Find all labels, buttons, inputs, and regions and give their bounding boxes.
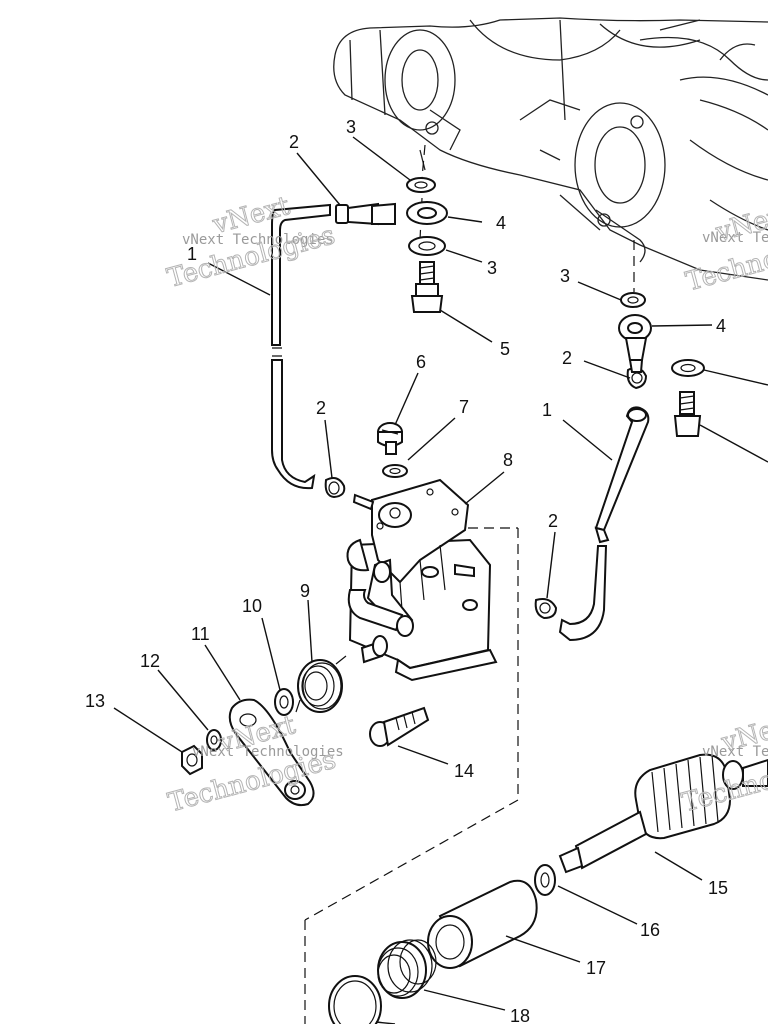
lever-washer: [206, 729, 222, 751]
watermark-upper-left: vNext Technologies vNext Technologies: [164, 190, 339, 294]
callout-17: 17: [586, 958, 606, 978]
oil-pump-body: [346, 478, 498, 682]
spring-washer: [274, 688, 294, 716]
bleed-screw: [377, 422, 403, 455]
callout-2-pump-left: 2: [316, 398, 326, 418]
callout-18: 18: [510, 1006, 530, 1024]
callout-5: 5: [500, 339, 510, 359]
oil-line-left: [271, 203, 331, 490]
lever-nut: [181, 744, 203, 776]
leader-lines: [113, 136, 768, 1024]
callout-10: 10: [242, 596, 262, 616]
callout-numbers: 2 3 4 3 5 1 3 4 2 1 6 7 2 8 2 9 10 11 12…: [85, 117, 728, 1024]
callout-13: 13: [85, 691, 105, 711]
banjo-bolt-right: [673, 391, 702, 437]
callout-4-left: 4: [496, 213, 506, 233]
callout-12: 12: [140, 651, 160, 671]
callout-16: 16: [640, 920, 660, 940]
hose-clamp-right-lower: [534, 598, 558, 620]
engine-crankcase: [333, 17, 768, 281]
watermark-small-text: vNext Technologies: [192, 744, 344, 760]
washer-upper-left: [406, 177, 436, 193]
banjo-fitting-left: [335, 201, 448, 226]
callout-6: 6: [416, 352, 426, 372]
callout-2-upper-left: 2: [289, 132, 299, 152]
bleed-screw-washer: [382, 464, 408, 478]
callout-1-right: 1: [542, 400, 552, 420]
callout-3-mid-left: 3: [487, 258, 497, 278]
callout-3-right: 3: [560, 266, 570, 286]
watermark-small-text: vNext Technologies: [702, 230, 768, 246]
watermark-lower-right: vNext Technologies vNext Technologies: [678, 708, 768, 819]
return-spring: [295, 655, 347, 713]
callout-3-upper-left: 3: [346, 117, 356, 137]
drive-shaft-bushing: [427, 879, 538, 969]
washer-right-lower: [671, 359, 705, 377]
hose-clamp-left: [324, 477, 346, 499]
drive-shaft-washer: [534, 864, 556, 896]
pump-control-lever: [228, 698, 315, 807]
callout-2-upper-right: 2: [562, 348, 572, 368]
banjo-bolt-left: [410, 261, 444, 313]
washer-right-upper: [620, 292, 646, 308]
callout-14: 14: [454, 761, 474, 781]
callout-1-left: 1: [187, 244, 197, 264]
callout-8: 8: [503, 450, 513, 470]
oil-line-right: [558, 406, 650, 642]
watermark-small-text: vNext Technologies: [702, 744, 768, 760]
pump-mounting-screw: [369, 706, 430, 747]
callout-11: 11: [191, 624, 210, 644]
banjo-fitting-right: [618, 314, 652, 373]
drive-shaft-gear: [558, 753, 768, 874]
washer-lower-left: [408, 236, 446, 256]
drive-spring: [377, 939, 437, 999]
callout-2-lower-right: 2: [548, 511, 558, 531]
callout-4-right: 4: [716, 316, 726, 336]
callout-7: 7: [459, 397, 469, 417]
watermark-upper-right: vNext Technologies vNext Technologies: [682, 198, 768, 298]
callout-15: 15: [708, 878, 728, 898]
callout-9: 9: [300, 581, 310, 601]
o-ring: [328, 975, 382, 1024]
watermark-small-text: vNext Technologies: [182, 232, 334, 248]
